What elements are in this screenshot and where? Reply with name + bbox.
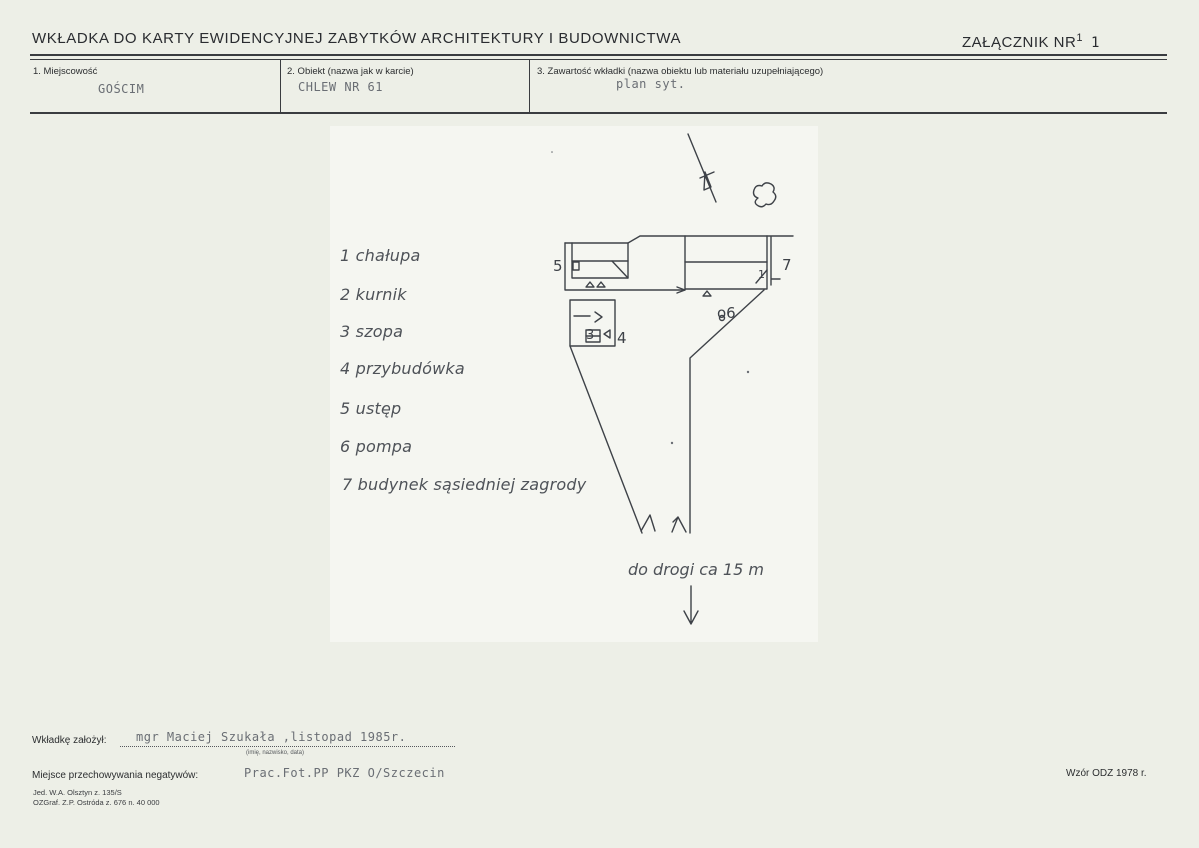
plan-mark-4: 4	[617, 329, 627, 347]
card-title: WKŁADKA DO KARTY EWIDENCYJNEJ ZABYTKÓW A…	[32, 30, 682, 47]
plan-mark-6: o6	[717, 304, 736, 322]
annex-superscript: 1	[1076, 32, 1083, 44]
field-divider-2	[529, 60, 530, 113]
field-rule-bottom	[30, 112, 1167, 114]
building-szopa	[569, 299, 616, 347]
printer-line-2: OZGraf. Z.P. Ostróda z. 676 n. 40 000	[33, 798, 160, 807]
printer-line-1: Jed. W.A. Olsztyn z. 135/S	[33, 788, 122, 797]
field-content-label: 3. Zawartość wkładki (nazwa obiektu lub …	[537, 66, 824, 77]
plan-mark-1: 1	[758, 268, 765, 281]
plan-mark-7: 7	[782, 256, 792, 274]
field-divider-1	[280, 60, 281, 113]
author-value: mgr Maciej Szukała ,listopad 1985r.	[136, 730, 407, 744]
author-label: Wkładkę założył:	[32, 735, 107, 746]
road-arrow-icon	[683, 585, 699, 625]
road-note: do drogi ca 15 m	[628, 560, 764, 579]
storage-value: Prac.Fot.PP PKZ O/Szczecin	[244, 766, 445, 780]
header-rule-top-thin	[30, 59, 1167, 60]
field-locality-label: 1. Miejscowość	[33, 66, 98, 77]
legend-item-pompa: 6 pompa	[340, 437, 413, 456]
header-rule-top	[30, 54, 1167, 56]
plan-mark-3: 3	[586, 328, 595, 343]
author-dotted-line	[120, 746, 455, 747]
site-plan-sheet	[330, 126, 818, 642]
legend-item-przybudowka: 4 przybudówka	[340, 359, 465, 378]
annex-value: 1	[1090, 35, 1100, 51]
north-arrow-icon	[687, 133, 717, 203]
legend-item-budynek: 7 budynek sąsiedniej zagrody	[342, 475, 587, 494]
plan-mark-5: 5	[553, 257, 563, 275]
annex-label: ZAŁĄCZNIK NR	[962, 34, 1077, 51]
form-code: Wzór ODZ 1978 r.	[1066, 768, 1147, 779]
field-object-label: 2. Obiekt (nazwa jak w karcie)	[287, 66, 414, 77]
legend-item-ustep: 5 ustęp	[340, 399, 402, 418]
field-object-value: CHLEW NR 61	[298, 80, 383, 94]
yard-boundary	[569, 345, 643, 534]
field-content-value: plan syt.	[616, 77, 686, 91]
legend-item-chalupa: 1 chałupa	[340, 246, 421, 265]
legend-item-szopa: 3 szopa	[340, 322, 404, 341]
field-locality-value: GOŚCIM	[98, 82, 145, 96]
author-caption: (imię, nazwisko, data)	[246, 750, 305, 756]
tree-icon	[752, 182, 777, 208]
legend-item-kurnik: 2 kurnik	[340, 285, 407, 304]
storage-label: Miejsce przechowywania negatywów:	[32, 770, 199, 781]
